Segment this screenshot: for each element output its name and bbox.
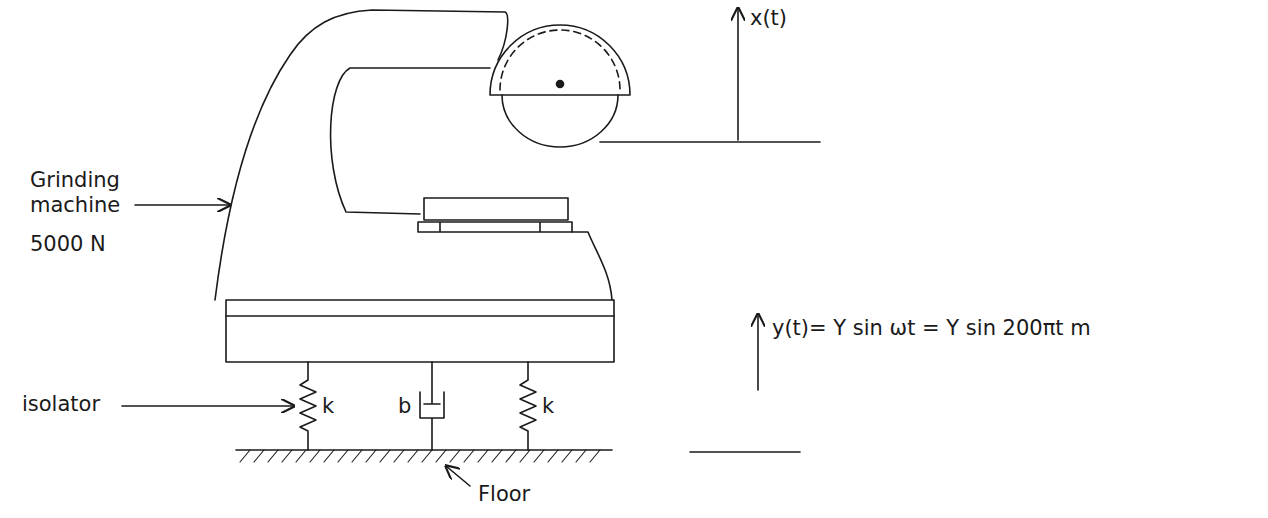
- isolator-label: isolator: [22, 392, 100, 417]
- damping-label: b: [398, 394, 411, 419]
- machine-throat: [331, 68, 490, 214]
- machine-base: [226, 300, 614, 362]
- displacement-label: x(t): [750, 6, 787, 31]
- leader-arrow: [446, 466, 470, 486]
- leader-arrow: [122, 405, 294, 407]
- work-table: [424, 198, 568, 220]
- table-base: [418, 222, 572, 232]
- stiffness-label: k: [322, 394, 334, 419]
- machine-name: Grinding machine: [30, 168, 140, 218]
- spring-symbol: [300, 362, 316, 450]
- floor-hatch: [240, 450, 600, 462]
- floor-label: Floor: [478, 482, 530, 507]
- y-reference-line: [690, 451, 800, 453]
- damper-symbol: [420, 362, 444, 450]
- weight-value: 5000 N: [30, 232, 106, 257]
- spring-symbol: [520, 362, 536, 450]
- stiffness-label: k: [542, 394, 554, 419]
- wheel-hub: [557, 81, 564, 88]
- guard-dashed: [500, 30, 620, 90]
- base-line: [226, 315, 614, 317]
- y-arrow: [757, 314, 759, 390]
- leader-arrow: [135, 204, 230, 206]
- x-reference-line: [600, 141, 820, 143]
- input-equation: y(t)= Y sin ωt = Y sin 200πt m: [772, 316, 1091, 341]
- machine-body-right: [572, 232, 612, 300]
- x-arrow: [737, 8, 739, 140]
- machine-body: [215, 10, 508, 300]
- grinding-wheel: [502, 95, 618, 147]
- wheel-guard: [490, 25, 630, 95]
